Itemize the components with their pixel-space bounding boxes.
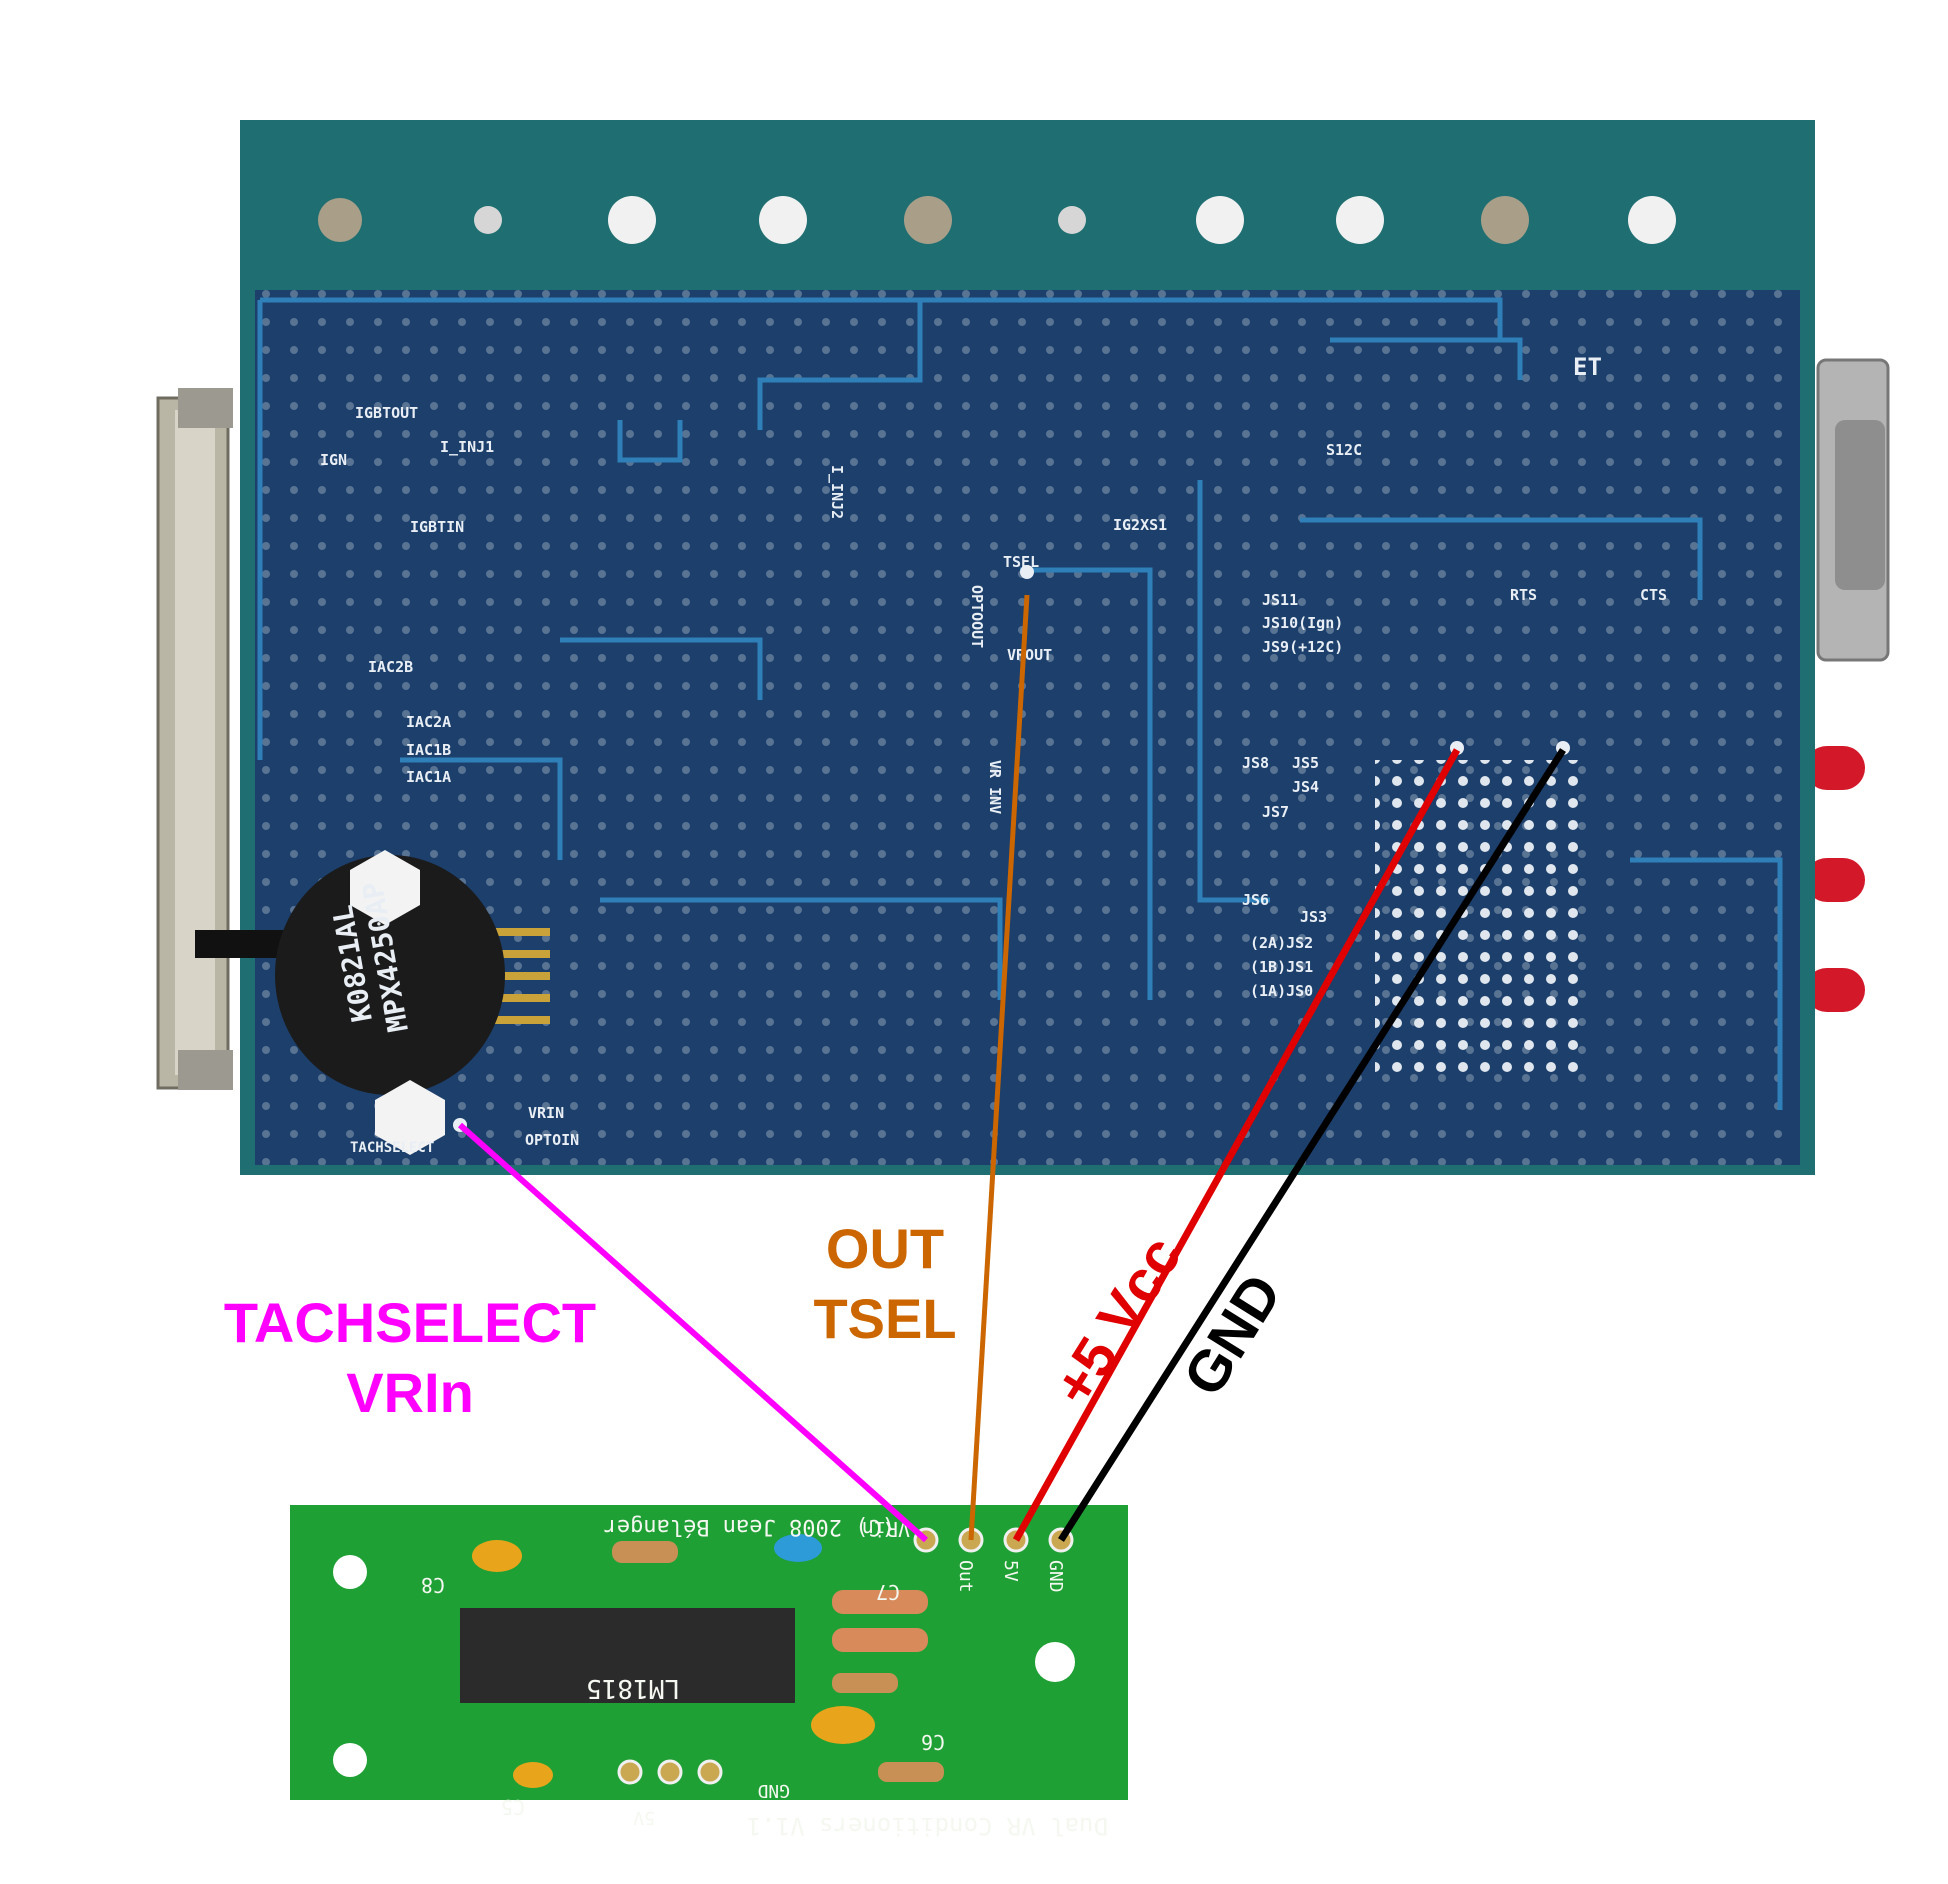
board-title-label: Dual VR Conditioners V1.1 bbox=[747, 1812, 1108, 1840]
pcb-traces bbox=[257, 297, 1783, 1110]
tsel-wire-label: TSEL bbox=[813, 1287, 956, 1350]
vr-inv-label: VR INV bbox=[986, 760, 1004, 814]
ig2xs1-label: IG2XS1 bbox=[1113, 516, 1167, 534]
js6-label: JS6 bbox=[1242, 891, 1269, 909]
db9-connector bbox=[1816, 358, 1890, 662]
resistor-3 bbox=[832, 1628, 928, 1652]
rts-label: RTS bbox=[1510, 586, 1537, 604]
main-board: MPX4250AP K0821AL IGBTOUT IGN I_INJ1 IGB… bbox=[156, 120, 1890, 1175]
s12c-label: S12C bbox=[1326, 441, 1362, 459]
bottom-5v-label: 5V bbox=[633, 1807, 655, 1828]
c8-label: C8 bbox=[421, 1573, 445, 1597]
copyright-label: (C) 2008 Jean Bélanger bbox=[604, 1514, 895, 1539]
js11-label: JS11 bbox=[1262, 591, 1298, 609]
capacitor-c8 bbox=[472, 1540, 522, 1572]
js4-label: JS4 bbox=[1292, 778, 1319, 796]
igbtin-label: IGBTIN bbox=[410, 518, 464, 536]
vcc-wire-label: +5 Vcc bbox=[1041, 1225, 1194, 1417]
pin-bottom-3 bbox=[697, 1759, 723, 1785]
c5-label: C5 bbox=[501, 1795, 525, 1819]
js3-label: JS3 bbox=[1300, 908, 1327, 926]
capacitor-c5 bbox=[513, 1762, 553, 1788]
pin-out-label: Out bbox=[955, 1560, 976, 1593]
tachselect-silk-label: TACHSELECT bbox=[350, 1140, 434, 1156]
ign-label: IGN bbox=[320, 451, 347, 469]
tachselect-wire bbox=[458, 1122, 928, 1543]
vrin-wire-label: VRIn bbox=[346, 1361, 474, 1424]
js8-label: JS8 bbox=[1242, 754, 1269, 772]
pin-bottom-1 bbox=[617, 1759, 643, 1785]
js1-label: (1B)JS1 bbox=[1250, 958, 1313, 976]
js5-label: JS5 bbox=[1292, 754, 1319, 772]
lm1815-chip bbox=[460, 1608, 795, 1703]
iac1b-label: IAC1B bbox=[406, 741, 451, 759]
cts-label: CTS bbox=[1640, 586, 1667, 604]
gnd-wire bbox=[1058, 748, 1566, 1542]
mounting-screws bbox=[318, 196, 1676, 244]
igbtout-label: IGBTOUT bbox=[355, 404, 418, 422]
et-label: ET bbox=[1573, 353, 1602, 381]
iac2a-label: IAC2A bbox=[406, 713, 451, 731]
out-wire bbox=[968, 594, 1030, 1541]
c7-label: C7 bbox=[876, 1580, 900, 1604]
optoout-label: OPTOOUT bbox=[968, 585, 986, 648]
i-inj1-label: I_INJ1 bbox=[440, 438, 494, 456]
iac1a-label: IAC1A bbox=[406, 768, 451, 786]
tsel-pad bbox=[1020, 565, 1034, 579]
pin-gnd-label: GND bbox=[1045, 1560, 1066, 1593]
capacitor-c6 bbox=[811, 1706, 875, 1744]
js7-label: JS7 bbox=[1262, 803, 1289, 821]
resistor-1 bbox=[612, 1541, 678, 1563]
resistor-2 bbox=[832, 1590, 928, 1614]
pin-bottom-2 bbox=[657, 1759, 683, 1785]
js0-label: (1A)JS0 bbox=[1250, 982, 1313, 1000]
out-wire-label: OUT bbox=[826, 1217, 944, 1280]
iac2b-label: IAC2B bbox=[368, 658, 413, 676]
resistor-5 bbox=[878, 1762, 944, 1782]
js9-label: JS9(+12C) bbox=[1262, 638, 1343, 656]
vrin-label: VRIN bbox=[528, 1104, 564, 1122]
bottom-gnd-label: GND bbox=[757, 1780, 790, 1801]
js2-label: (2A)JS2 bbox=[1250, 934, 1313, 952]
js10-label: JS10(Ign) bbox=[1262, 614, 1343, 632]
vcc-wire bbox=[1012, 748, 1461, 1542]
optoin-label: OPTOIN bbox=[525, 1131, 579, 1149]
pressure-sensor: MPX4250AP K0821AL bbox=[195, 850, 550, 1155]
vr-board: LM1815 (C) 2008 Jean Bélanger Dual VR Co… bbox=[290, 1505, 1128, 1840]
i-inj2-label: I_INJ2 bbox=[828, 465, 846, 519]
c6-label: C6 bbox=[921, 1730, 945, 1754]
resistor-4 bbox=[832, 1673, 898, 1693]
tachselect-wire-label: TACHSELECT bbox=[224, 1291, 596, 1354]
chip-label: LM1815 bbox=[586, 1673, 680, 1703]
proto-grid bbox=[1375, 760, 1590, 1080]
pin-5v-label: 5V bbox=[1000, 1560, 1021, 1582]
capacitor-c7 bbox=[774, 1534, 822, 1562]
vrout-label: VROUT bbox=[1007, 646, 1052, 664]
db25-connector bbox=[156, 388, 233, 1090]
